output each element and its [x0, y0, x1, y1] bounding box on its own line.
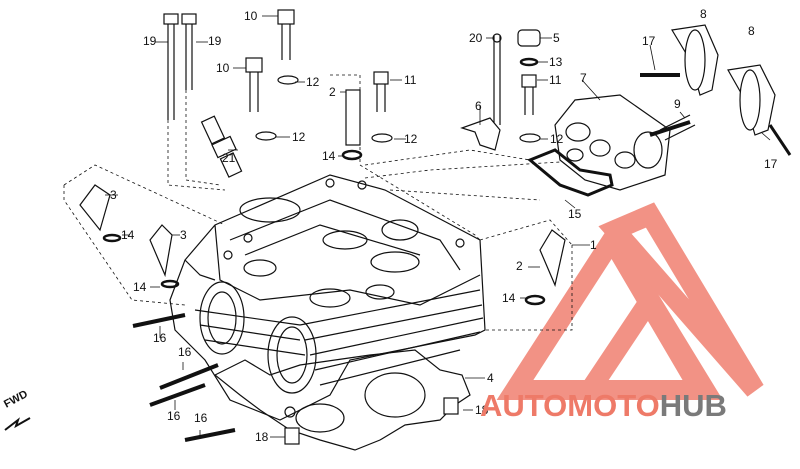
callout-11-left: 11 [404, 73, 417, 87]
callout-11-right: 11 [549, 73, 562, 87]
callout-12-d: 12 [550, 132, 564, 146]
callout-10-lower: 10 [216, 61, 230, 75]
thermostat-housing [554, 94, 696, 191]
watermark-text: AUTOMOTOHUB [480, 388, 727, 424]
callout-12-a: 12 [306, 75, 320, 89]
callout-14-upper: 14 [322, 149, 336, 163]
callout-17-right: 17 [764, 157, 778, 171]
callout-14-right: 14 [502, 291, 516, 305]
callout-19-right: 19 [208, 34, 222, 48]
callout-8-right: 8 [748, 24, 755, 38]
watermark-part-b: HUB [659, 388, 727, 423]
callout-2-upper: 2 [329, 85, 336, 99]
callout-18-right: 18 [475, 403, 489, 417]
callout-10-upper: 10 [244, 9, 258, 23]
spark-plug [200, 115, 243, 178]
callout-12-c: 12 [404, 132, 418, 146]
callout-6: 6 [475, 99, 482, 113]
callout-16-b: 16 [178, 345, 192, 359]
watermark-part-a: AUTOMOTO [480, 388, 660, 423]
callout-5: 5 [553, 31, 560, 45]
callout-9: 9 [674, 97, 681, 111]
callout-3-lower: 3 [180, 228, 187, 242]
callout-16-d: 16 [194, 411, 208, 425]
callout-20: 20 [469, 31, 483, 45]
callout-14-left-lower: 14 [133, 280, 147, 294]
callout-1: 1 [590, 238, 597, 252]
watermark-logo-icon [496, 202, 764, 400]
cylinder-head [169, 174, 486, 421]
callout-21: 21 [222, 151, 236, 165]
callout-7: 7 [580, 71, 587, 85]
callout-16-c: 16 [167, 409, 181, 423]
hose-clamp [671, 24, 776, 136]
callout-12-b: 12 [292, 130, 306, 144]
callout-8-left: 8 [700, 7, 707, 21]
callout-14-left-upper: 14 [121, 228, 135, 242]
callout-19-left: 19 [143, 34, 157, 48]
callout-2-right: 2 [516, 259, 523, 273]
callout-17-left: 17 [642, 34, 656, 48]
callout-3-upper: 3 [110, 188, 117, 202]
callout-18-left: 18 [255, 430, 269, 444]
callout-16-a: 16 [153, 331, 167, 345]
callout-15: 15 [568, 207, 582, 221]
callout-4: 4 [487, 371, 494, 385]
callout-13: 13 [549, 55, 563, 69]
